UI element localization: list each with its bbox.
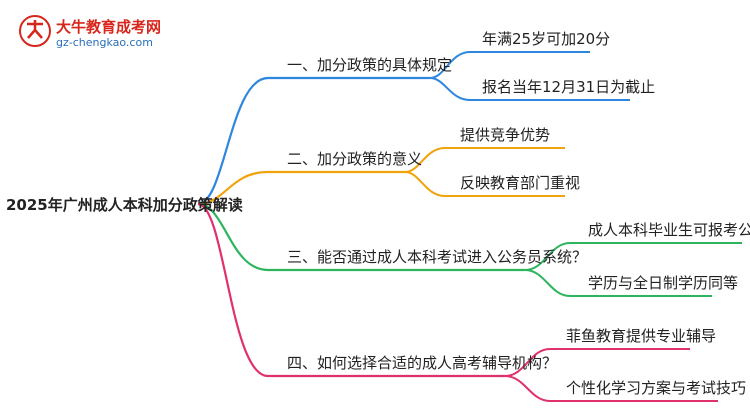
logo-emblem (19, 15, 51, 47)
branch-1-child-1-connector (429, 51, 590, 79)
branch-2-child-2: 反映教育部门重视 (460, 174, 581, 192)
branch-1-child-2: 报名当年12月31日为截止 (482, 78, 656, 96)
branch-1-child-2-connector (429, 77, 630, 101)
branch-3-child-1: 成人本科毕业生可报考公务员 (588, 221, 750, 239)
logo-title: 大牛教育成考网 (56, 18, 162, 36)
branch-4-child-2: 个性化学习方案与考试技巧 (566, 379, 747, 397)
branch-1-connector (197, 76, 430, 206)
branch-2-child-1-connector (404, 147, 565, 173)
branch-4-child-2-connector (504, 375, 718, 402)
branch-3-child-1-connector (524, 242, 742, 271)
branch-3-connector (197, 202, 525, 272)
logo-url: gz-chengkao.com (56, 36, 153, 49)
branch-4-child-1-connector (504, 348, 690, 377)
branch-3-child-2-connector (524, 269, 712, 297)
branch-2-label: 二、加分政策的意义 (287, 150, 423, 168)
branch-1-label: 一、加分政策的具体规定 (287, 56, 453, 74)
branch-4-label: 四、如何选择合适的成人高考辅导机构？ (287, 354, 558, 372)
root-node: 2025年广州成人本科加分政策解读 (6, 196, 243, 214)
branch-2-connector (197, 170, 405, 206)
branch-4-connector (197, 202, 505, 378)
branch-3-child-2: 学历与全日制学历同等 (588, 274, 739, 292)
branch-2-child-1: 提供竞争优势 (460, 126, 551, 144)
branch-4-child-1: 菲鱼教育提供专业辅导 (566, 327, 717, 345)
branch-2-child-2-connector (404, 171, 565, 197)
branch-3-label: 三、能否通过成人本科考试进入公务员系统？ (287, 248, 588, 266)
branch-1-child-1: 年满25岁可加20分 (482, 30, 611, 48)
